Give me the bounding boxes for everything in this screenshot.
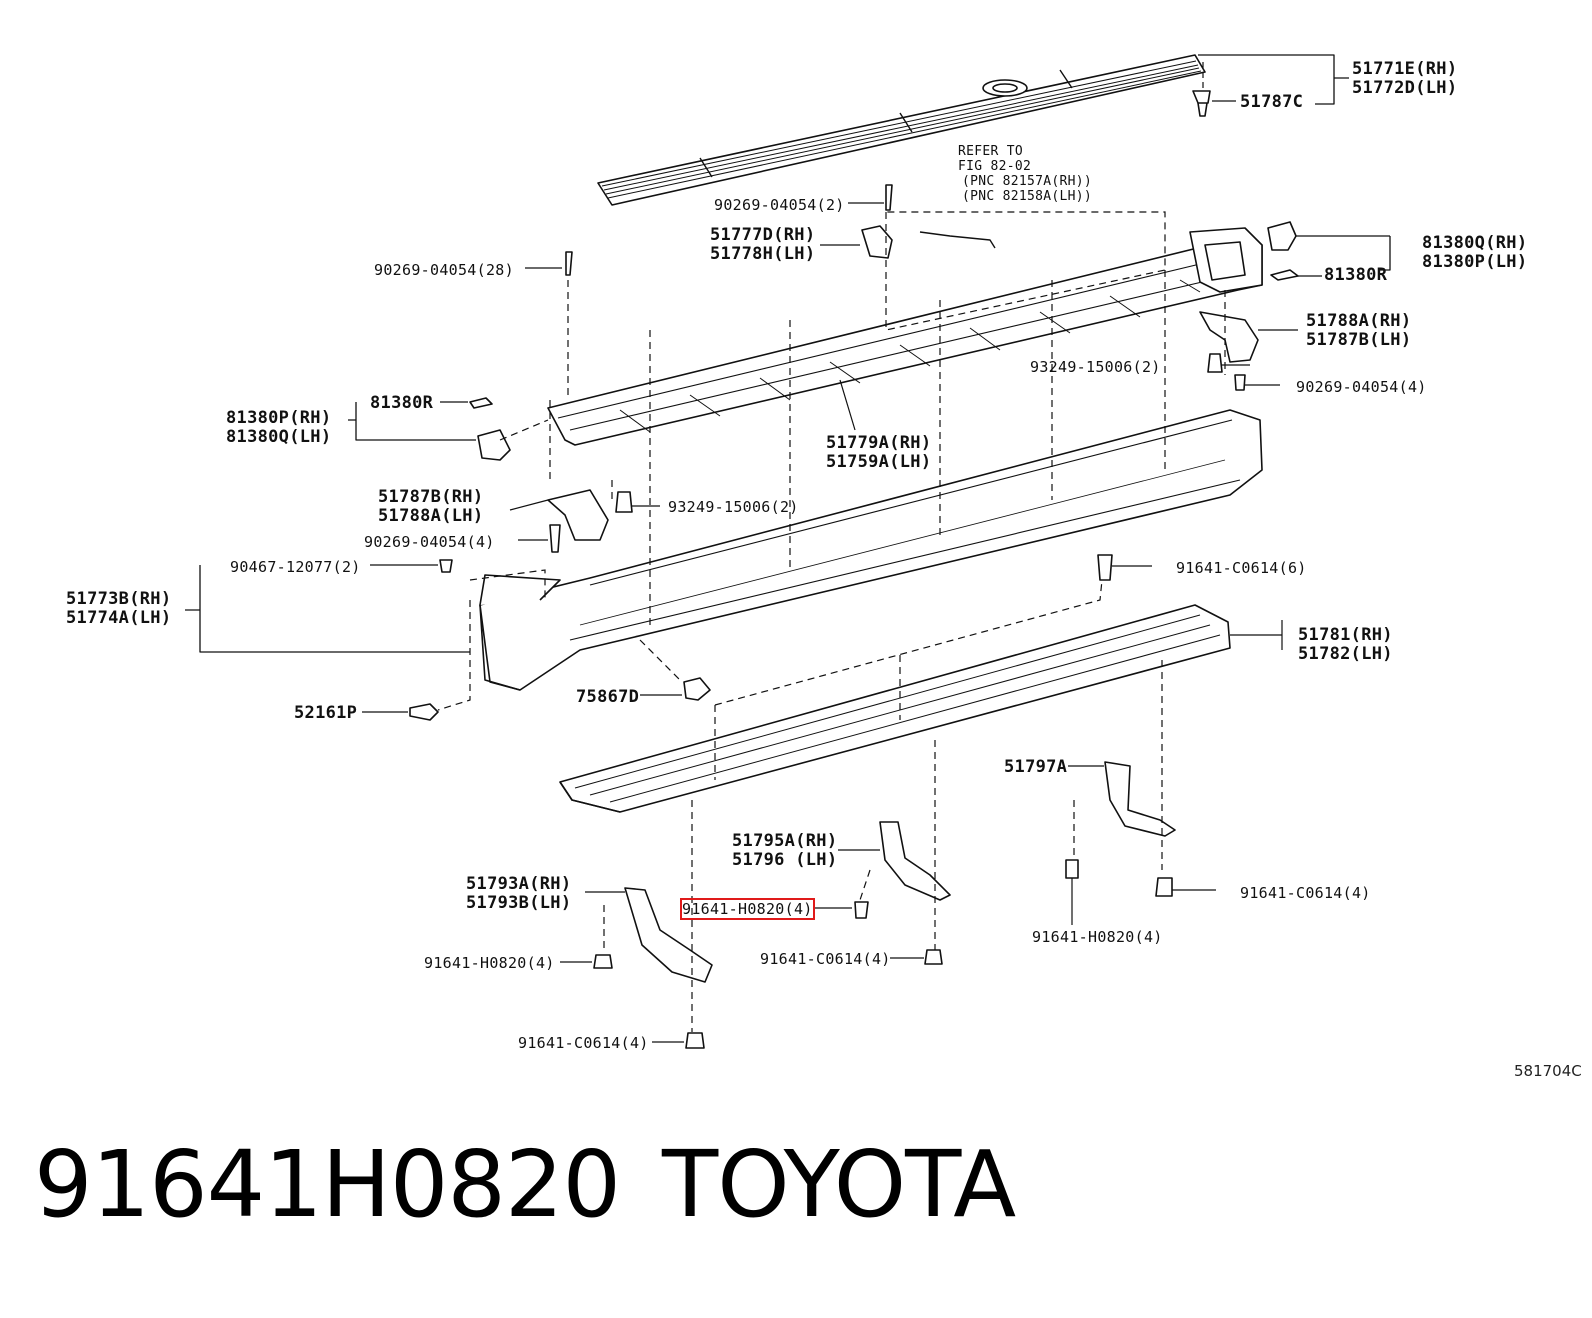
label-75867d: 75867D [576, 687, 640, 707]
label-51777d: 51777D(RH) [710, 225, 816, 245]
label-81380r-right: 81380R [1324, 265, 1388, 285]
step-frame [547, 227, 1263, 446]
label-90467: 90467-12077(2) [230, 558, 361, 576]
label-81380p-lh: 81380P(LH) [1422, 252, 1528, 272]
label-91641-c0614-4-mid: 91641-C0614(4) [760, 950, 891, 968]
label-91641-h0820-4-right: 91641-H0820(4) [1032, 928, 1163, 946]
label-91641-c0614-6: 91641-C0614(6) [1176, 559, 1307, 577]
clip-51787c [1192, 62, 1236, 117]
label-51771e: 51771E(RH) [1352, 59, 1458, 79]
label-51793b: 51793B(LH) [466, 893, 572, 913]
label-51774a: 51774A(LH) [66, 608, 172, 628]
label-refer-pnc-rh: (PNC 82157A(RH)) [962, 174, 1093, 189]
lamp-socket-r [1267, 221, 1297, 251]
label-51773b: 51773B(RH) [66, 589, 172, 609]
label-51793a: 51793A(RH) [466, 874, 572, 894]
brand-title: TOYOTA [662, 1131, 1016, 1238]
label-51787b-lh: 51787B(LH) [1306, 330, 1412, 350]
label-51797a: 51797A [1004, 757, 1068, 777]
label-51759a: 51759A(LH) [826, 452, 932, 472]
bracket-51797 [1104, 761, 1176, 837]
label-51788a-lh: 51788A(LH) [378, 506, 484, 526]
step-board [559, 604, 1283, 813]
bracket-51793 [624, 887, 713, 983]
label-51787c: 51787C [1240, 92, 1304, 112]
label-90269-4-right: 90269-04054(4) [1296, 378, 1427, 396]
label-51778h: 51778H(LH) [710, 244, 816, 264]
label-51796: 51796 (LH) [732, 850, 838, 870]
label-51779a: 51779A(RH) [826, 433, 932, 453]
label-51788a-rh: 51788A(RH) [1306, 311, 1412, 331]
label-81380p-rh: 81380P(RH) [226, 408, 332, 428]
rocker-panel [479, 409, 1263, 691]
bracket-51795 [879, 821, 951, 901]
label-81380q-lh: 81380Q(LH) [226, 427, 332, 447]
label-81380r-left: 81380R [370, 393, 434, 413]
label-91641-c0614-4-bottom: 91641-C0614(4) [518, 1034, 649, 1052]
label-51782: 51782(LH) [1298, 644, 1393, 664]
label-81380q-rh: 81380Q(RH) [1422, 233, 1528, 253]
part-number-title: 91641H0820 [34, 1131, 621, 1238]
figure-code: 581704C [1514, 1062, 1582, 1080]
label-51787b-rh: 51787B(RH) [378, 487, 484, 507]
label-90269-2-top: 90269-04054(2) [714, 196, 845, 214]
label-refer-to: REFER TO [958, 144, 1024, 159]
label-93249-right: 93249-15006(2) [1030, 358, 1161, 376]
label-90269-4-left: 90269-04054(4) [364, 533, 495, 551]
label-refer-fig: FIG 82-02 [958, 159, 1032, 174]
label-91641-h0820-4-left: 91641-H0820(4) [424, 954, 555, 972]
label-90269-28: 90269-04054(28) [374, 261, 514, 279]
label-52161p: 52161P [294, 703, 358, 723]
label-93249-left: 93249-15006(2) [668, 498, 799, 516]
label-51772d: 51772D(LH) [1352, 78, 1458, 98]
label-91641-c0614-4-right: 91641-C0614(4) [1240, 884, 1371, 902]
label-51781: 51781(RH) [1298, 625, 1393, 645]
label-91641-h0820-highlighted[interactable]: 91641-H0820(4) [680, 898, 815, 920]
label-refer-pnc-lh: (PNC 82158A(LH)) [962, 189, 1093, 204]
label-51795a: 51795A(RH) [732, 831, 838, 851]
scuff-plate [597, 54, 1206, 206]
